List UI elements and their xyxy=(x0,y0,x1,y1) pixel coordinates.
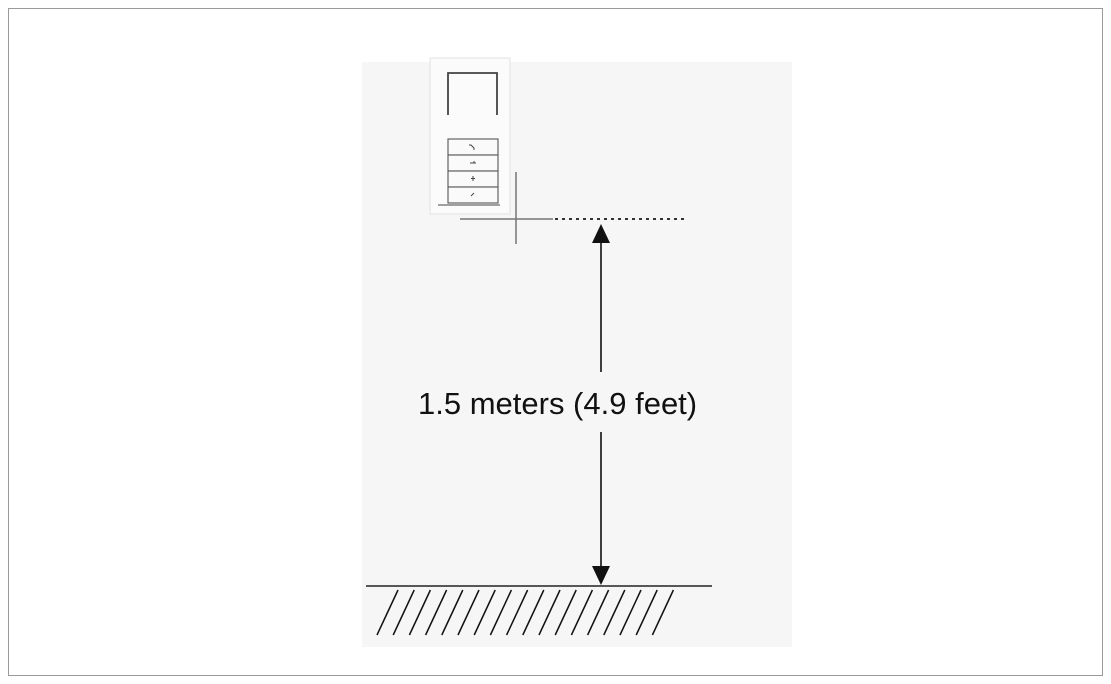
ground-hatch-line xyxy=(522,589,545,636)
ground-hatching xyxy=(376,589,675,636)
ground-hatch-line xyxy=(586,589,610,636)
ground-hatch-line xyxy=(554,589,577,636)
ground-hatch-line xyxy=(489,589,513,636)
panel-button-door[interactable] xyxy=(447,186,499,204)
ground-hatch-line xyxy=(635,589,658,636)
ground-hatch-line xyxy=(473,589,496,636)
device-display-window xyxy=(447,72,498,115)
ground-hatch-line xyxy=(651,589,675,636)
ground-hatch-line xyxy=(424,589,448,636)
ground-hatch-line xyxy=(619,589,642,636)
ground-hatch-line xyxy=(392,589,415,636)
handset-icon xyxy=(469,144,475,150)
ground-hatch-line xyxy=(603,589,626,636)
ground-hatch-line xyxy=(441,589,464,636)
height-dimension-arrow xyxy=(592,224,610,585)
arrow-head-up xyxy=(592,224,610,243)
ground-symbol xyxy=(366,585,712,636)
ground-hatch-line xyxy=(505,589,529,636)
dimension-label: 1.5 meters (4.9 feet) xyxy=(418,386,697,421)
light-icon xyxy=(471,176,475,181)
key-icon xyxy=(470,161,476,164)
door-station-device xyxy=(429,57,511,215)
illustration-backdrop xyxy=(362,62,792,647)
door-icon xyxy=(470,192,475,197)
ground-hatch-line xyxy=(376,589,399,636)
reference-crosshair xyxy=(460,172,553,244)
ground-hatch-line xyxy=(570,589,594,636)
ground-hatch-line xyxy=(538,589,561,636)
ground-hatch-line xyxy=(457,589,480,636)
ground-hatch-line xyxy=(408,589,432,636)
device-keypad xyxy=(447,138,499,204)
arrow-head-down xyxy=(592,566,610,585)
